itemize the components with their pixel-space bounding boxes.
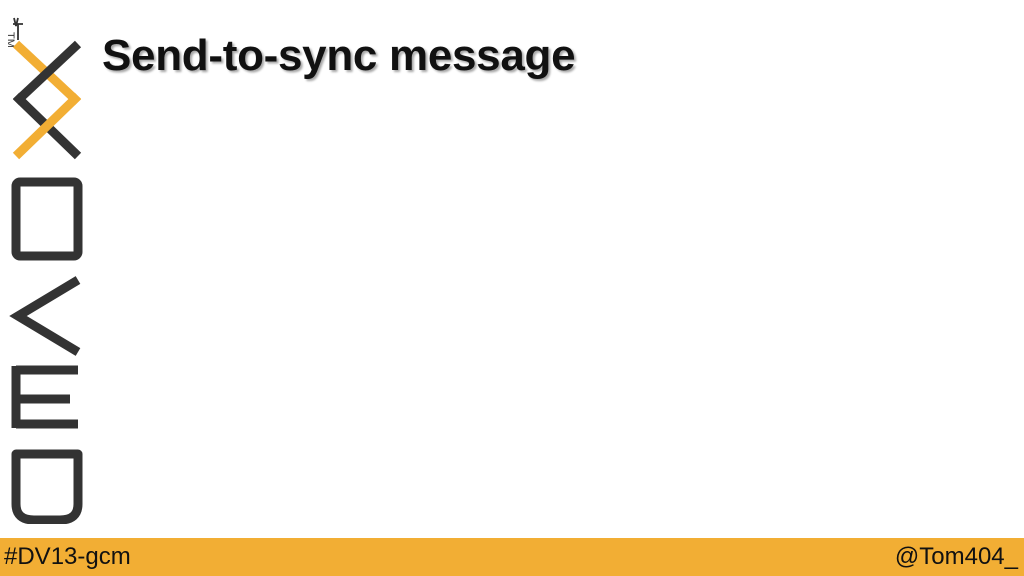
- logo-letter-e: [11, 365, 78, 429]
- logo-letter-d: [11, 449, 83, 524]
- trademark-mark: [13, 17, 23, 40]
- slide-title: Send-to-sync message: [102, 31, 576, 80]
- logo-double-x: [12, 40, 82, 160]
- footer-bar: #DV13-gcm @Tom404_: [0, 538, 1024, 576]
- logo-letter-o: [11, 177, 83, 261]
- trademark-text: TM: [8, 32, 16, 48]
- footer-handle: @Tom404_: [894, 543, 1018, 570]
- devoxx-logo: TM: [8, 17, 83, 524]
- footer-hashtag: #DV13-gcm: [4, 543, 131, 570]
- logo-letter-v: [9, 276, 81, 356]
